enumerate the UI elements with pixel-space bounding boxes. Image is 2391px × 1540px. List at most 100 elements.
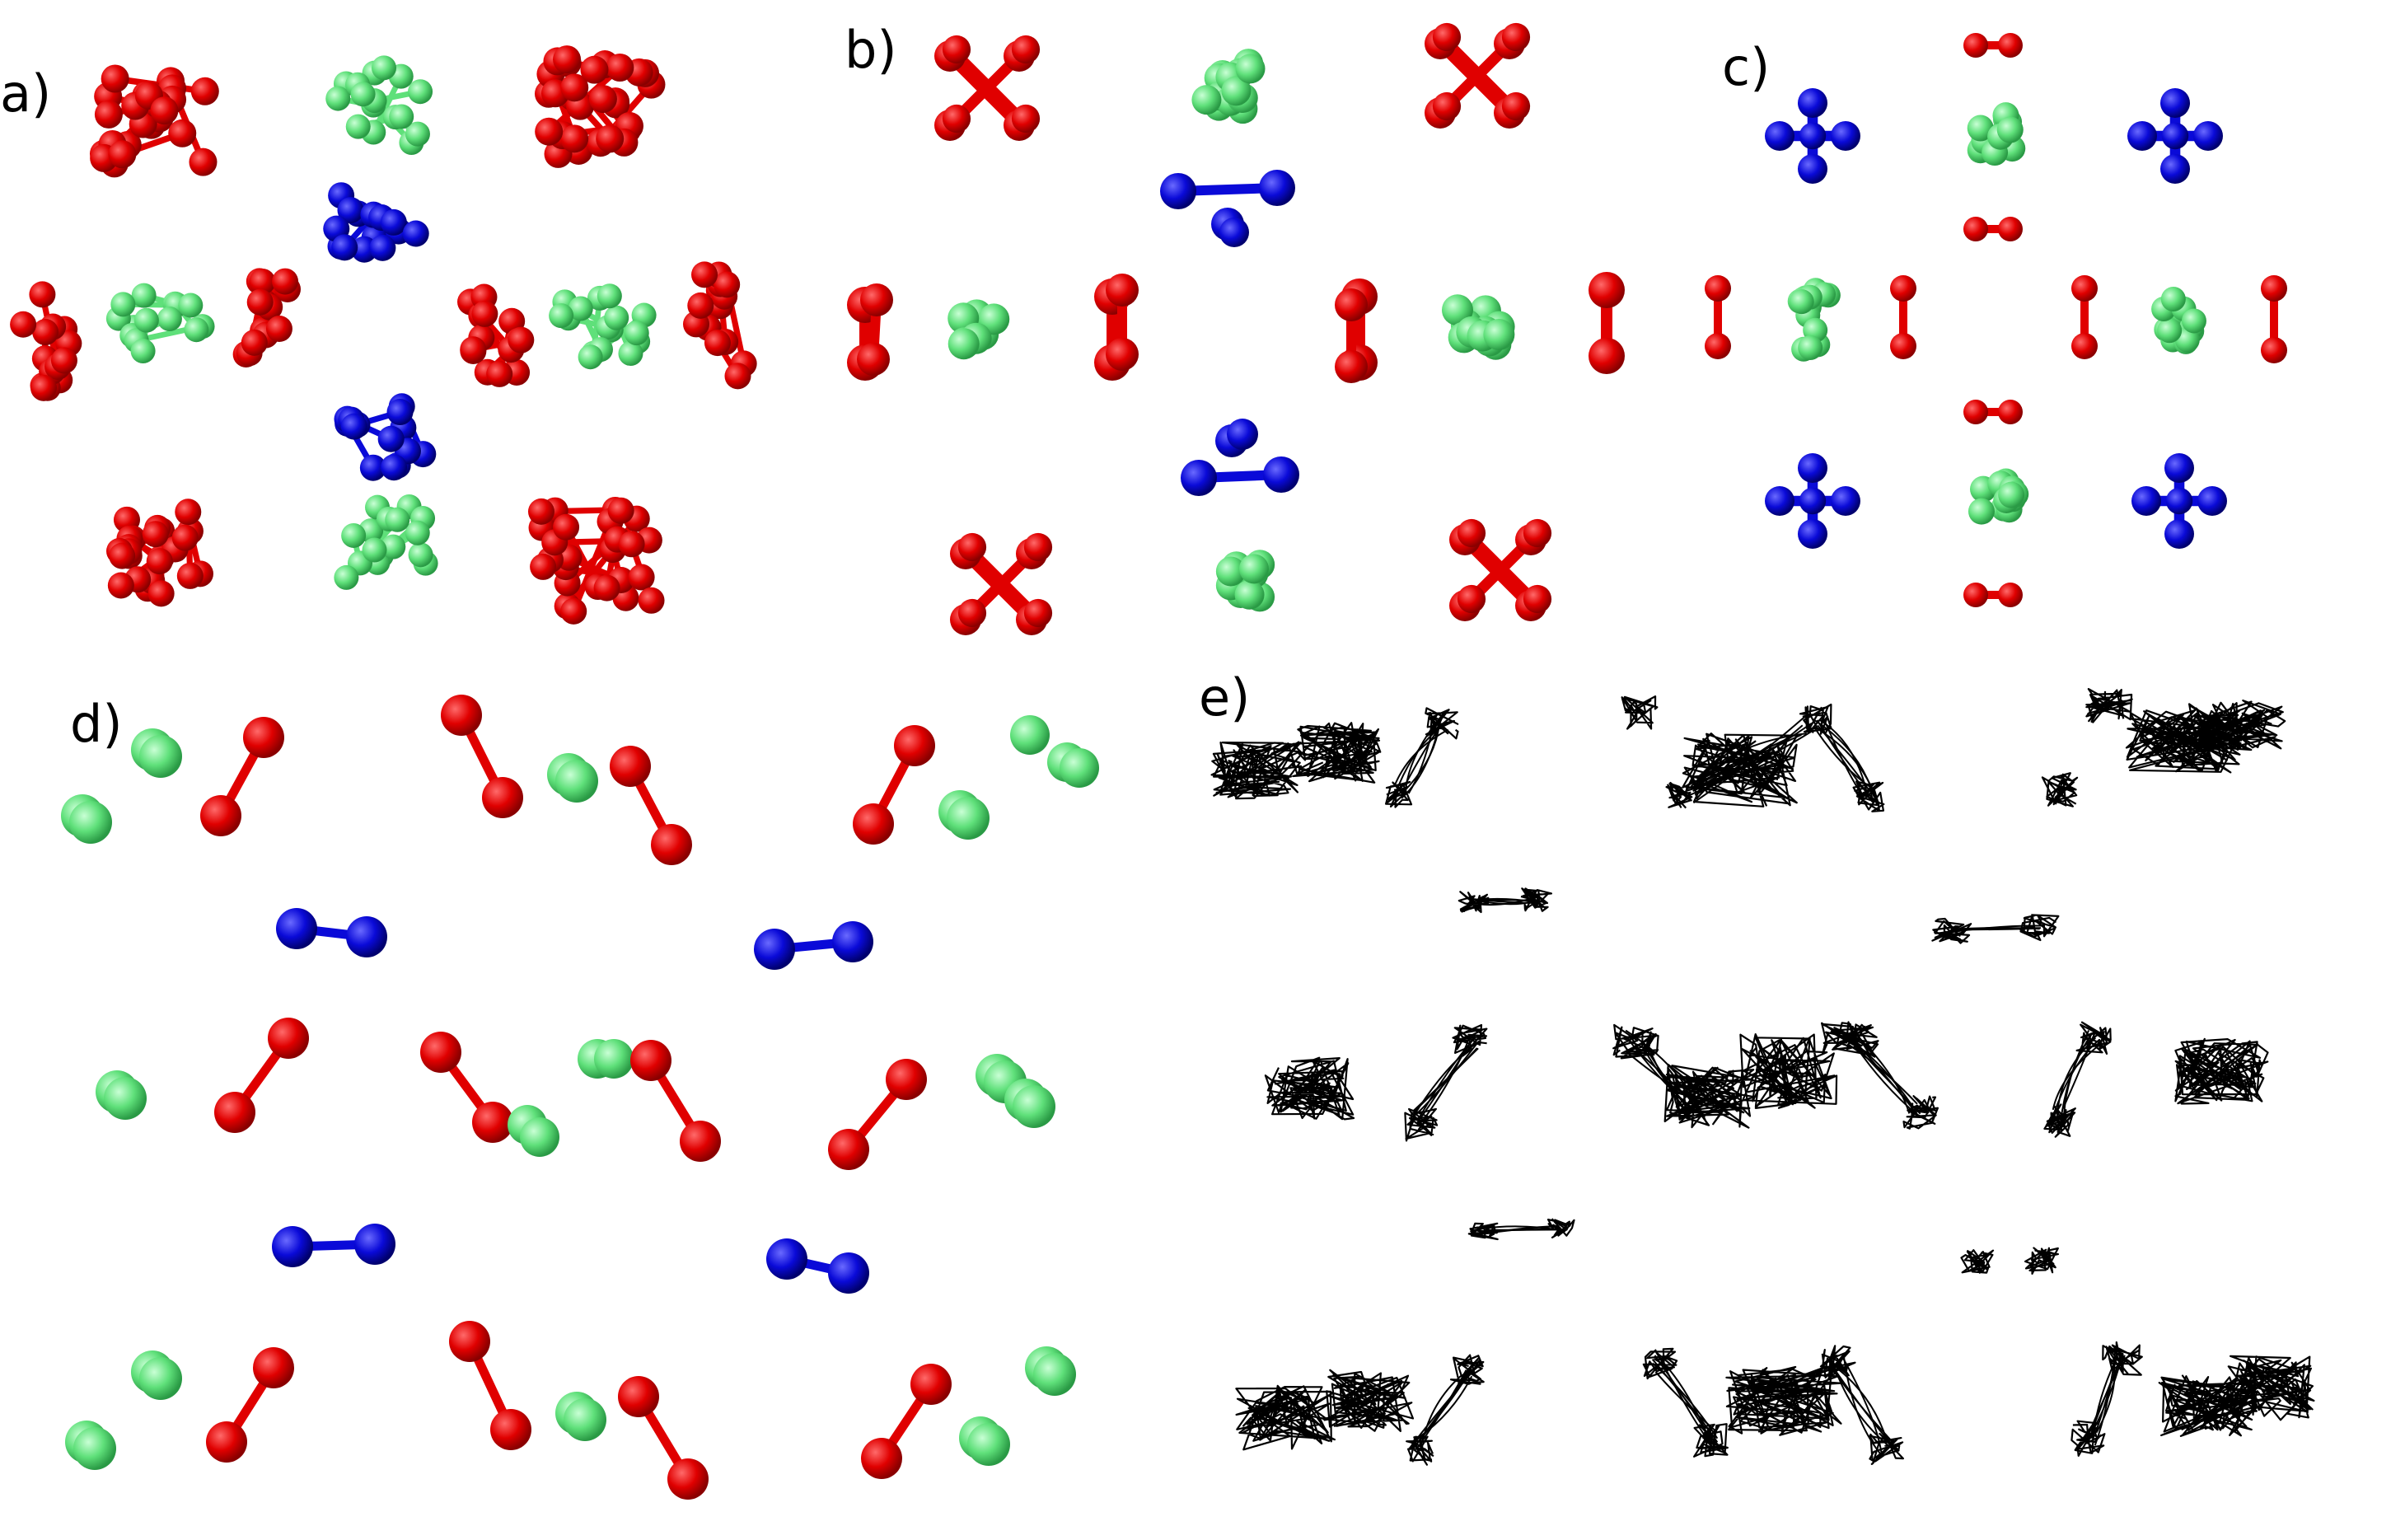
green-bead	[1483, 319, 1515, 351]
green-bead	[139, 735, 182, 778]
trajectory-strand	[1640, 1052, 1693, 1102]
red-bead	[1335, 288, 1368, 321]
trajectory-path	[1960, 1249, 1995, 1274]
blue-bead	[2161, 122, 2189, 150]
trajectory-strand	[2052, 1039, 2100, 1116]
red-bead	[957, 532, 987, 562]
trajectory-strand	[1654, 1355, 1716, 1447]
red-bead	[553, 45, 582, 74]
green-bead	[157, 307, 182, 332]
red-bead	[553, 513, 580, 541]
green-bead	[133, 307, 159, 333]
green-bead	[1013, 1085, 1055, 1128]
red-bead	[142, 521, 169, 548]
trajectory-path	[1852, 780, 1885, 812]
trajectory-path	[2102, 1341, 2143, 1376]
green-bead	[1191, 85, 1222, 115]
red-bead	[651, 824, 692, 865]
green-bead	[1221, 76, 1252, 106]
red-bead	[176, 562, 204, 589]
green-bead	[1010, 715, 1050, 755]
panel-a	[10, 45, 757, 625]
green-bead	[73, 1427, 116, 1470]
green-bead	[110, 292, 136, 317]
trajectory-strand	[2056, 1037, 2096, 1117]
red-bead	[942, 104, 971, 133]
red-bead	[1023, 598, 1053, 628]
red-bead	[29, 281, 56, 308]
red-bead	[50, 347, 77, 374]
red-bead	[107, 572, 134, 599]
blue-bead	[2131, 486, 2161, 516]
red-bead	[30, 374, 58, 401]
green-bead	[371, 55, 396, 81]
blue-bead	[402, 220, 429, 247]
red-bead	[560, 73, 589, 102]
panel-b	[847, 22, 1625, 635]
green-bead	[385, 507, 410, 532]
trajectory-path	[1235, 1384, 1336, 1451]
red-bead	[1011, 104, 1041, 133]
red-bead	[704, 330, 731, 357]
red-bead	[146, 548, 173, 575]
red-bead	[168, 119, 197, 147]
trajectory-path	[1621, 695, 1659, 730]
green-bead	[341, 522, 367, 548]
trajectory-path	[1290, 722, 1382, 784]
red-bead	[272, 268, 299, 295]
red-bead	[2071, 275, 2098, 302]
green-bead	[325, 86, 351, 111]
red-bond	[1441, 35, 1518, 112]
trajectory-strand	[1831, 1367, 1893, 1443]
red-bond	[951, 47, 1028, 124]
blue-bead	[754, 929, 795, 970]
green-bead	[1996, 116, 2024, 143]
red-bead	[449, 1321, 490, 1362]
red-bead	[853, 803, 894, 845]
green-bead	[2157, 318, 2183, 344]
blue-bead	[2160, 88, 2190, 118]
red-bead	[1963, 33, 1988, 58]
red-bead	[2071, 333, 2098, 359]
trajectory-path	[2070, 1420, 2106, 1457]
red-bead	[1011, 35, 1041, 64]
blue-bead	[1227, 419, 1258, 450]
trajectory-strand	[1421, 1037, 1471, 1121]
blue-bead	[340, 413, 367, 440]
trajectory-path	[2174, 1037, 2269, 1105]
trajectory-path	[2018, 914, 2060, 942]
blue-bead	[380, 208, 407, 236]
red-bead	[243, 717, 284, 758]
green-bead	[568, 296, 593, 321]
trajectory-path	[2158, 1372, 2258, 1437]
trajectory-path	[1210, 741, 1303, 800]
trajectory-path	[1869, 1432, 1904, 1465]
green-bead	[104, 1077, 147, 1120]
red-bead	[206, 1421, 247, 1463]
red-bead	[147, 580, 175, 607]
green-bead	[624, 321, 649, 346]
trajectory-path	[1821, 1021, 1879, 1058]
red-bead	[861, 1438, 902, 1479]
trajectory-path	[1404, 1107, 1439, 1142]
blue-bead	[359, 454, 386, 481]
green-bead	[604, 305, 629, 330]
green-bead	[618, 340, 643, 366]
blue-bead	[2164, 519, 2194, 549]
red-bead	[724, 363, 751, 390]
blue-bead	[1765, 486, 1794, 516]
red-bond	[966, 545, 1041, 619]
trajectory-path	[1693, 1423, 1729, 1458]
red-bead	[1963, 583, 1988, 607]
red-bead	[486, 360, 513, 387]
green-bead	[381, 534, 406, 559]
red-bead	[1589, 272, 1625, 308]
trajectory-path	[1725, 1365, 1842, 1436]
red-bead	[171, 524, 199, 551]
panel-label-e: e)	[1199, 667, 1250, 728]
panel-e	[1210, 688, 2315, 1466]
green-bead	[564, 1398, 606, 1441]
blue-bead	[2164, 453, 2194, 483]
red-bond	[1466, 531, 1540, 605]
blue-bead	[272, 1226, 313, 1267]
